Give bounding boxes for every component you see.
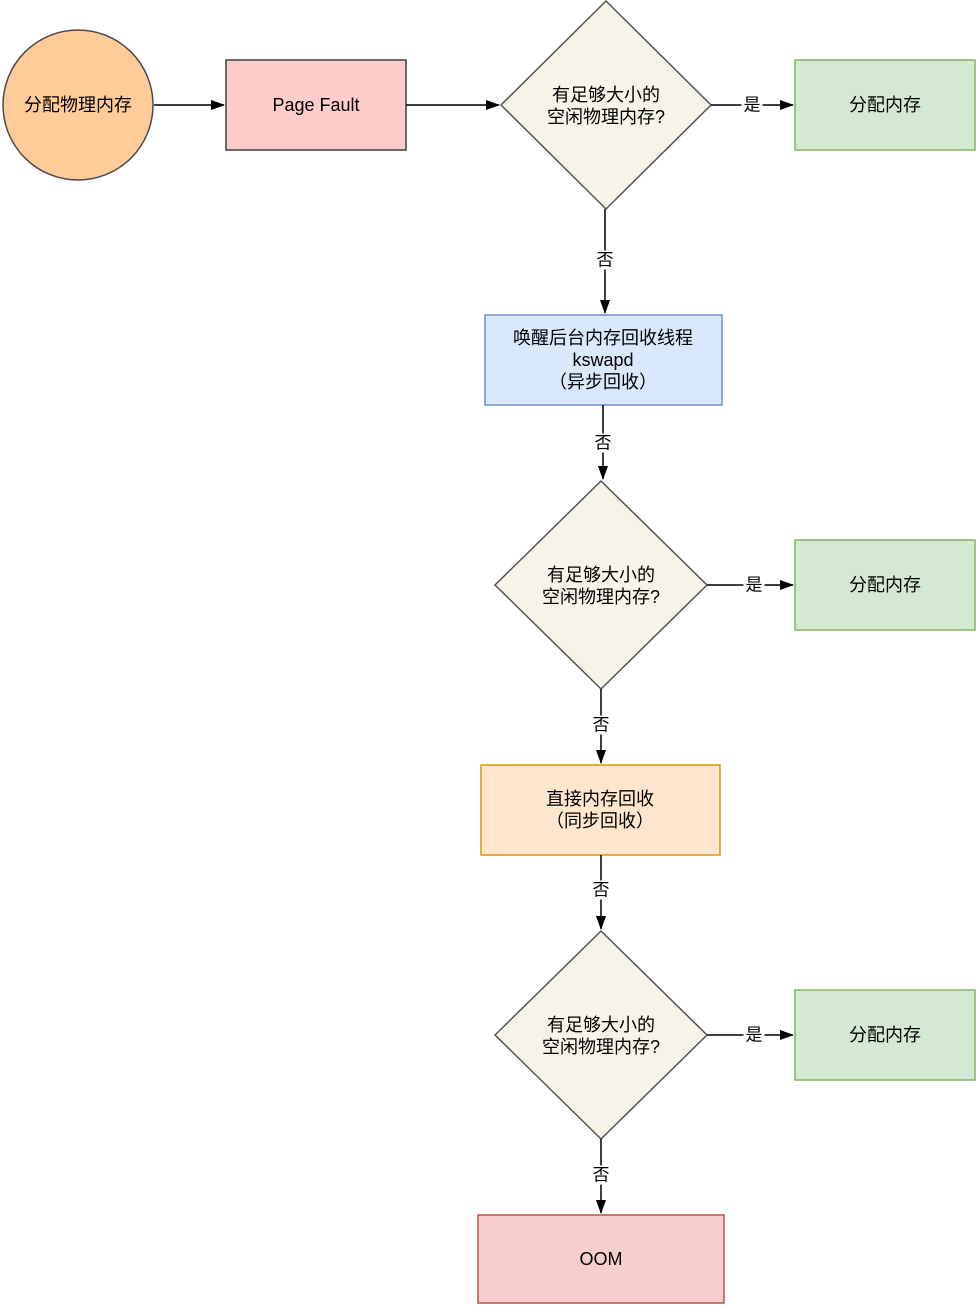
- kswapd-line-2: kswapd: [572, 350, 634, 370]
- direct-reclaim-label: 直接内存回收 （同步回收）: [546, 788, 654, 832]
- edge-label-no-4: 否: [590, 880, 612, 900]
- direct-reclaim-line-1: 直接内存回收: [546, 789, 654, 809]
- direct-reclaim-line-2: （同步回收）: [546, 811, 654, 831]
- decision-1-label: 有足够大小的 空闲物理内存?: [547, 84, 665, 128]
- start-circle-shape: [2, 29, 154, 181]
- decision-3-line-1: 有足够大小的: [546, 1015, 655, 1035]
- allocate-3-label: 分配内存: [849, 1025, 921, 1045]
- edge-label-no-3: 否: [590, 715, 612, 735]
- decision-3-line-2: 空闲物理内存?: [541, 1037, 661, 1057]
- allocate-2-label: 分配内存: [849, 575, 921, 595]
- edge-label-yes-3: 是: [743, 1025, 765, 1045]
- allocate-1-label: 分配内存: [849, 95, 921, 115]
- decision-diamond-1-shape: [499, 0, 713, 211]
- kswapd-label: 唤醒后台内存回收线程 kswapd （异步回收）: [513, 327, 693, 393]
- oom-box-shape: [477, 1214, 725, 1304]
- decision-1-line-2: 空闲物理内存?: [546, 107, 666, 127]
- edge-label-yes-1: 是: [741, 95, 763, 115]
- edge-label-yes-2: 是: [743, 575, 765, 595]
- kswapd-line-1: 唤醒后台内存回收线程: [513, 328, 693, 348]
- oom-label: OOM: [579, 1249, 623, 1269]
- direct-reclaim-box-shape: [480, 764, 721, 856]
- decision-2-line-1: 有足够大小的: [546, 565, 655, 585]
- allocate-box-2-shape: [794, 539, 976, 631]
- edge-label-no-1: 否: [594, 250, 616, 270]
- kswapd-line-3: （异步回收）: [549, 372, 657, 392]
- decision-2-label: 有足够大小的 空闲物理内存?: [542, 564, 660, 608]
- decision-1-line-1: 有足够大小的: [551, 85, 660, 105]
- page-fault-label: Page Fault: [272, 95, 360, 115]
- edge-label-no-5: 否: [590, 1165, 612, 1185]
- start-circle-label: 分配物理内存: [24, 95, 132, 115]
- decision-3-label: 有足够大小的 空闲物理内存?: [542, 1014, 660, 1058]
- allocate-box-1-shape: [794, 59, 976, 151]
- kswapd-box-shape: [484, 314, 723, 406]
- decision-2-line-2: 空闲物理内存?: [541, 587, 661, 607]
- edge-label-no-2: 否: [592, 433, 614, 453]
- page-fault-box-shape: [225, 59, 407, 151]
- allocate-box-3-shape: [794, 989, 976, 1081]
